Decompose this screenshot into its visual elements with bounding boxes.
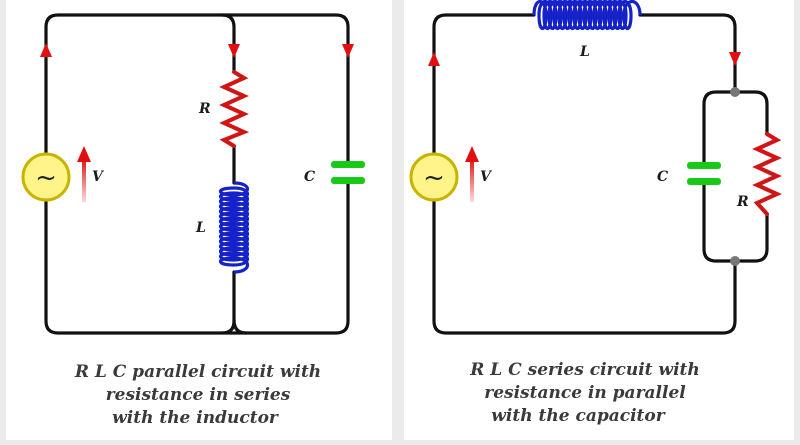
left-capacitor-plate-bottom	[331, 177, 365, 184]
left-resistor-symbol	[219, 70, 250, 148]
left-voltage-arrow	[77, 146, 91, 202]
right-node-top	[730, 87, 740, 97]
left-caption-line-1: R L C parallel circuit with	[74, 362, 321, 382]
left-capacitor-gap	[336, 165, 360, 179]
right-wire-loop	[432, 13, 737, 154]
right-caption-line-3: with the capacitor	[491, 406, 665, 426]
right-capacitor-gap	[692, 167, 716, 181]
left-current-arrow-down-r	[228, 44, 240, 58]
left-circuit: ~ V R L C R L C parallel circuit with re…	[21, 13, 365, 428]
right-caption-line-1: R L C series circuit with	[469, 360, 699, 380]
right-wire-return	[432, 200, 737, 335]
right-label-v: V	[480, 169, 493, 185]
right-ac-source	[409, 152, 459, 202]
left-label-l: L	[195, 220, 206, 236]
left-capacitor-plate-top	[331, 161, 365, 168]
right-label-l: L	[579, 44, 590, 60]
right-node-bottom	[730, 256, 740, 266]
left-wire-cap-bottom	[232, 318, 248, 335]
right-inductor-symbol	[532, 0, 642, 31]
left-caption-line-2: resistance in series	[106, 385, 291, 405]
right-capacitor-plate-bottom	[687, 178, 721, 185]
left-current-arrow-down-c	[342, 44, 354, 58]
left-label-v: V	[92, 169, 105, 185]
right-panel	[404, 0, 794, 440]
left-label-c: C	[304, 169, 315, 185]
right-label-r: R	[736, 194, 749, 210]
right-voltage-arrow	[465, 146, 479, 202]
left-wire-branch	[220, 13, 236, 74]
right-caption-line-2: resistance in parallel	[484, 383, 686, 403]
right-circuit: ~ V L C R R L C series circuit with resi…	[409, 0, 782, 426]
right-current-arrow-up	[428, 52, 440, 66]
right-ac-source-symbol: ~	[423, 163, 445, 193]
left-inductor-symbol	[218, 181, 250, 274]
left-ac-source-symbol: ~	[35, 163, 57, 193]
right-current-arrow-down	[729, 52, 741, 66]
left-panel	[6, 0, 392, 440]
left-label-r: R	[198, 101, 211, 117]
left-ac-source	[21, 152, 71, 202]
right-label-c: C	[657, 169, 668, 185]
right-capacitor-plate-top	[687, 162, 721, 169]
right-resistor-symbol	[752, 132, 782, 216]
left-current-arrow-up	[40, 43, 52, 57]
left-caption-line-3: with the inductor	[112, 408, 279, 428]
